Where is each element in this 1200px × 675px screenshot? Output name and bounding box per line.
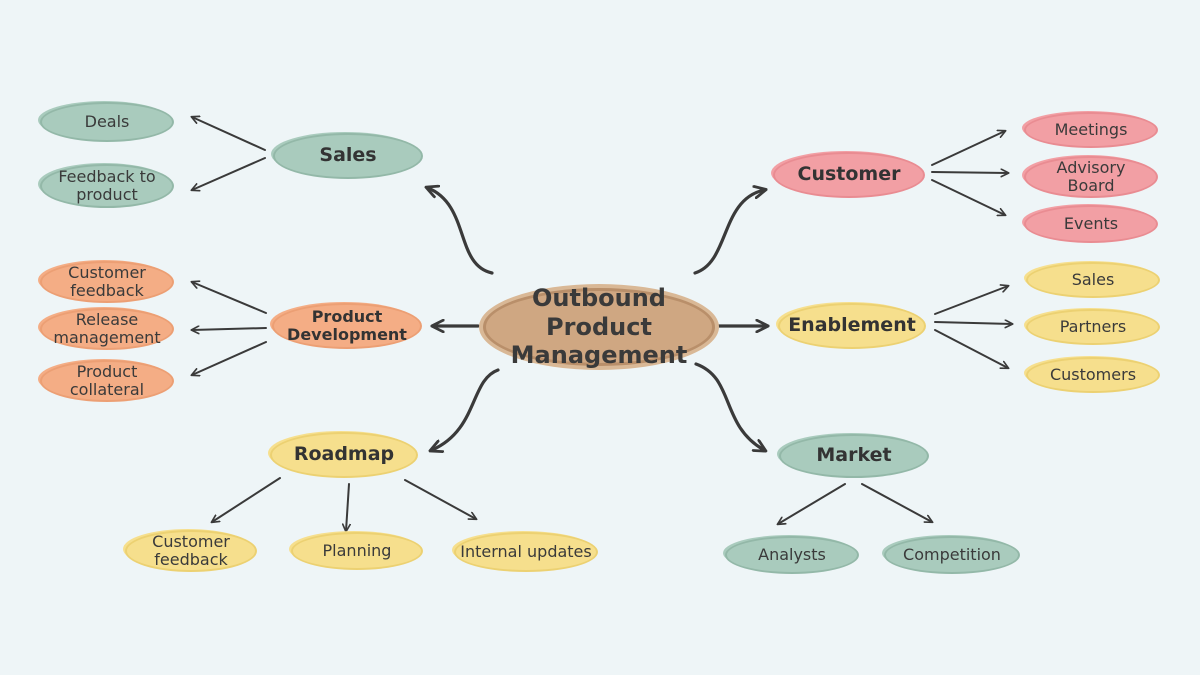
hub-product-development: Product Development (272, 303, 422, 349)
arrow-enablement-to-sales (934, 286, 1008, 315)
arrow-roadmap-to-planning (346, 483, 349, 531)
arrow-pd-to-collateral (192, 341, 267, 375)
hub-sales: Sales (273, 133, 423, 179)
leaf-pd-customer-feedback: Customer feedback (40, 261, 174, 303)
arrow-roadmap-to-internal-updates (404, 479, 476, 519)
arrow-enablement-to-customers (934, 329, 1008, 368)
center-label: Outbound Product Management (510, 283, 688, 370)
arrow-center-to-sales (428, 188, 494, 275)
arrow-center-to-customer (693, 190, 764, 275)
leaf-enablement-customers: Customers (1026, 357, 1160, 393)
arrow-customer-to-meetings (931, 131, 1005, 166)
arrow-customer-to-advisory (931, 172, 1008, 173)
hub-market: Market (779, 434, 929, 478)
leaf-customer-advisory-board: Advisory Board (1024, 156, 1158, 198)
hub-enablement: Enablement (778, 303, 926, 349)
leaf-sales-deals: Deals (40, 102, 174, 142)
leaf-enablement-partners: Partners (1026, 309, 1160, 345)
arrow-market-to-analysts (778, 483, 846, 524)
hub-customer: Customer (773, 152, 925, 198)
arrow-roadmap-to-customer-feedback (212, 477, 281, 522)
leaf-pd-product-collateral: Product collateral (40, 360, 174, 402)
center-node: Outbound Product Management (483, 284, 715, 369)
leaf-roadmap-planning: Planning (291, 532, 423, 570)
leaf-enablement-sales: Sales (1026, 262, 1160, 298)
arrow-pd-to-customer-feedback (192, 282, 267, 314)
leaf-sales-feedback: Feedback to product (40, 164, 174, 208)
leaf-roadmap-internal-updates: Internal updates (454, 532, 598, 572)
leaf-customer-meetings: Meetings (1024, 112, 1158, 148)
arrow-sales-to-deals (192, 117, 266, 151)
arrow-center-to-market (694, 362, 764, 450)
leaf-customer-events: Events (1024, 205, 1158, 243)
leaf-roadmap-customer-feedback: Customer feedback (125, 530, 257, 572)
arrow-sales-to-feedback (192, 157, 266, 190)
leaf-market-competition: Competition (884, 536, 1020, 574)
arrow-customer-to-events (931, 179, 1005, 215)
leaf-market-analysts: Analysts (725, 536, 859, 574)
hub-roadmap: Roadmap (270, 432, 418, 478)
arrow-market-to-competition (861, 483, 932, 522)
arrow-enablement-to-partners (934, 322, 1012, 324)
arrow-pd-to-release (192, 328, 267, 330)
arrow-center-to-roadmap (432, 368, 500, 450)
leaf-pd-release-management: Release management (40, 308, 174, 350)
